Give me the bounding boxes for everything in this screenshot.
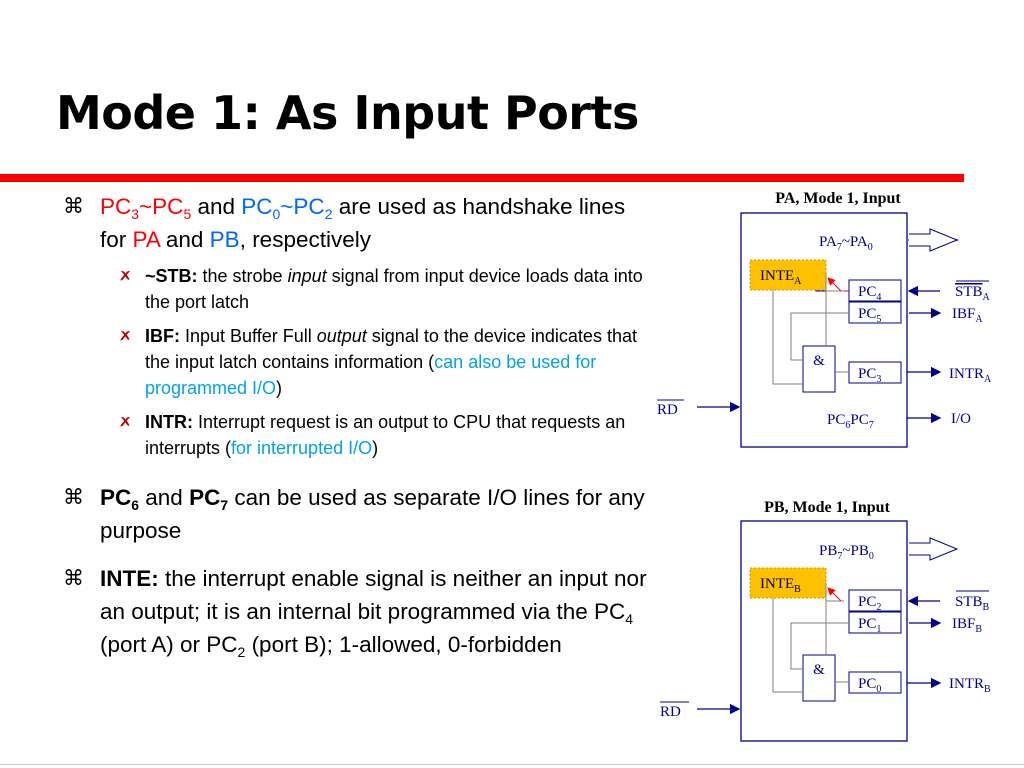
- pb-text: PB: [209, 227, 240, 252]
- command-key-icon: ⌘: [63, 195, 84, 218]
- ibf-emphasis: output: [316, 326, 367, 346]
- diagram-port-b: PB, Mode 1, Input PB7~PB0 INTEB PC2 PC1 …: [660, 499, 991, 742]
- stb-a-label: STBA: [955, 284, 991, 303]
- ibf-text-1: Input Buffer Full: [180, 326, 317, 346]
- pc4-a-label: PC4: [858, 284, 881, 303]
- bus-arrow-icon: [909, 537, 959, 561]
- command-key-icon: ⌘: [63, 486, 84, 509]
- stb-b-label: STBB: [955, 594, 990, 613]
- pc2-sub: 2: [324, 205, 333, 222]
- command-key-icon: ⌘: [63, 567, 84, 590]
- inte-a-box: [749, 259, 827, 291]
- ibf-label: IBF:: [145, 326, 180, 346]
- ibf-text-3: ): [276, 378, 283, 398]
- rd-a-label: RD: [657, 402, 678, 418]
- diagram-b-heading: PB, Mode 1, Input: [764, 499, 890, 516]
- diagram-port-a: PA, Mode 1, Input PA7~PA0 INTEA PC4 PC5 …: [657, 190, 992, 448]
- pc2-text: ~PC: [280, 194, 325, 219]
- pc5-sub: 5: [183, 205, 192, 222]
- pc2-b-label: PC2: [858, 594, 881, 613]
- slide-title: Mode 1: As Input Ports: [56, 86, 639, 140]
- intr-text-3: ): [372, 438, 379, 458]
- title-divider: [0, 174, 964, 182]
- pc6-sub: 6: [131, 496, 140, 513]
- pc3-text: PC: [100, 194, 132, 219]
- pa-text: PA: [132, 227, 160, 252]
- and-gate-a-label: &: [813, 353, 825, 369]
- inte-text-3: (port B); 1-allowed, 0-forbidden: [245, 632, 562, 657]
- inte-label: INTE:: [100, 566, 159, 591]
- and-text: and: [191, 194, 242, 219]
- pc0-sub: 0: [272, 205, 281, 222]
- intr-label: INTR:: [145, 412, 193, 432]
- bullet-pc-handshake: ⌘ PC3~PC5 and PC0~PC2 are used as handsh…: [56, 190, 656, 256]
- and2-text: and: [159, 227, 210, 252]
- pc0-b-label: PC0: [858, 676, 881, 695]
- pc7-text: PC: [189, 485, 221, 510]
- inte-a-label: INTEA: [760, 268, 802, 287]
- bullet-pc6-pc7: ⌘ PC6 and PC7 can be used as separate I/…: [56, 481, 656, 547]
- pc3-sub: 3: [131, 205, 140, 222]
- ibf-note: can also be used for programmed I/O: [145, 352, 597, 398]
- bullet-inte: ⌘ INTE: the interrupt enable signal is n…: [56, 562, 656, 661]
- pc6-text: PC: [100, 485, 132, 510]
- bus-label-a: PA7~PA0: [819, 234, 873, 253]
- io-a-label: I/O: [951, 411, 971, 427]
- chip-body-b: [740, 520, 908, 742]
- pc5-a-label: PC5: [858, 306, 881, 325]
- inte-text-1: the interrupt enable signal is neither a…: [100, 566, 647, 624]
- intr-b-label: INTRB: [949, 676, 991, 695]
- stb-label: ~STB:: [145, 266, 198, 286]
- inte-sub2: 2: [237, 643, 246, 660]
- ibf-text-2: signal to the device indicates that the …: [145, 326, 637, 372]
- respectively-text: , respectively: [239, 227, 371, 252]
- sub-bullet-intr: 🗶 INTR: Interrupt request is an output t…: [56, 409, 656, 461]
- inte-b-label: INTEB: [760, 576, 801, 595]
- and-gate-b: [802, 654, 836, 702]
- pc2-b-box: [848, 589, 902, 612]
- and-gate-b-label: &: [813, 662, 825, 678]
- checkbox-icon: 🗶: [118, 326, 133, 347]
- stb-emphasis: input: [287, 266, 327, 286]
- diagram-a-heading: PA, Mode 1, Input: [775, 190, 901, 207]
- inte-b-box: [749, 567, 827, 599]
- pc1-b-label: PC1: [858, 616, 881, 635]
- intr-a-label: INTRA: [949, 366, 992, 385]
- rd-b-label: RD: [660, 704, 681, 720]
- pc3-a-label: PC3: [858, 366, 881, 385]
- checkbox-icon: 🗶: [118, 412, 133, 433]
- stb-text-2: signal from input device loads data into…: [145, 266, 643, 312]
- bullet-list: ⌘ PC3~PC5 and PC0~PC2 are used as handsh…: [56, 190, 656, 661]
- pc67-and: and: [139, 485, 190, 510]
- pc7-sub: 7: [220, 496, 229, 513]
- pc67-text: can be used as separate I/O lines for an…: [100, 485, 645, 543]
- pc6-pc7-label: PC6PC7: [827, 412, 874, 431]
- intr-text-1: Interrupt request is an output to CPU th…: [145, 412, 626, 458]
- chip-body-a: [740, 212, 908, 448]
- sub-bullet-stb: 🗶 ~STB: the strobe input signal from inp…: [56, 263, 656, 315]
- and-gate-a: [802, 345, 836, 393]
- inte-sub4: 4: [625, 610, 634, 627]
- pc0-text: PC: [241, 194, 273, 219]
- ibf-b-label: IBFB: [952, 616, 982, 635]
- intr-note: for interrupted I/O: [231, 438, 373, 458]
- pc5-text: ~PC: [139, 194, 184, 219]
- stb-text-1: the strobe: [197, 266, 288, 286]
- sub-bullet-ibf: 🗶 IBF: Input Buffer Full output signal t…: [56, 323, 656, 401]
- footer-line: [0, 764, 1024, 765]
- checkbox-icon: 🗶: [118, 266, 133, 287]
- bus-label-b: PB7~PB0: [819, 543, 874, 562]
- inte-text-2: (port A) or PC: [100, 632, 238, 657]
- ibf-a-label: IBFA: [952, 306, 983, 325]
- handshake-text: are used as handshake lines for: [100, 194, 626, 252]
